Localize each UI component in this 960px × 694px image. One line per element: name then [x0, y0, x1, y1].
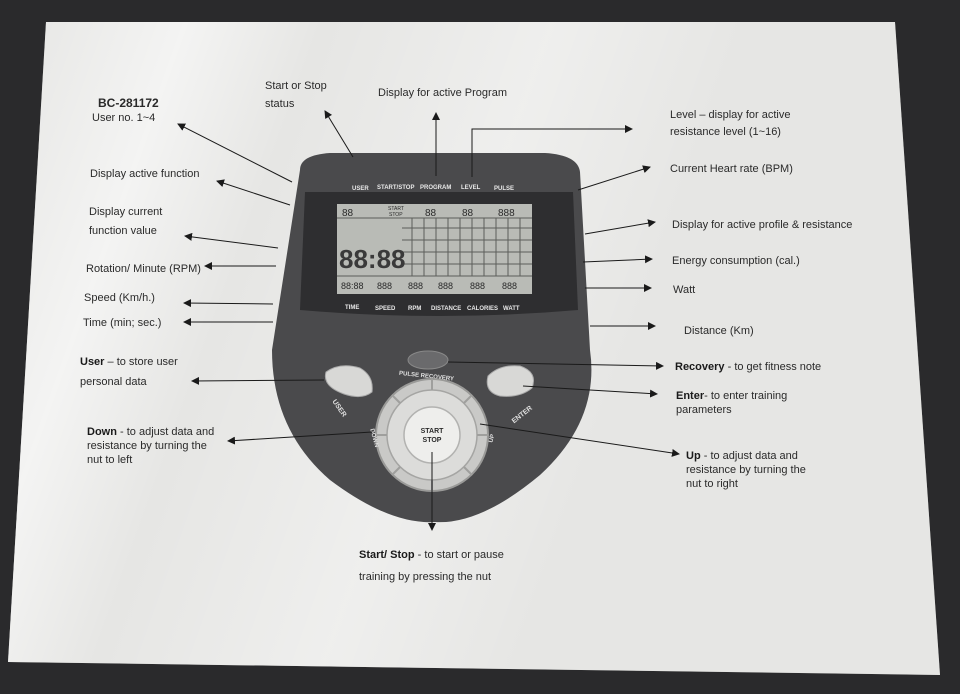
lcd-grid [337, 217, 532, 277]
console-label-start-stop: START/STOP [377, 185, 414, 191]
lcd-digits-pulse: 888 [498, 208, 515, 219]
label-down-3: nut to left [87, 454, 133, 466]
label-start-stop-status-2: status [265, 98, 295, 110]
label-start-stop-bold: Start/ Stop [359, 549, 415, 561]
label-level-1: Level – display for active [670, 109, 791, 121]
lcd-bottom-speed: 888 [377, 281, 392, 291]
console-label-speed: SPEED [375, 306, 396, 312]
console-label-level: LEVEL [461, 185, 481, 191]
label-user-2: personal data [80, 376, 147, 388]
knob-stop-text: STOP [423, 437, 442, 444]
lcd-bottom-time: 88:88 [341, 281, 364, 291]
down-label: DOWN [368, 428, 379, 448]
lcd-screen [337, 204, 532, 294]
lcd-digits-level: 88 [462, 208, 474, 219]
label-up-bold: Up [686, 450, 701, 462]
label-enter-rest: - to enter training [704, 390, 788, 402]
user-count: User no. 1~4 [92, 112, 156, 124]
label-recovery-rest: - to get fitness note [724, 361, 822, 373]
label-enter: Enter- to enter training [676, 388, 787, 405]
user-button[interactable] [324, 365, 373, 398]
label-start-stop-status-1: Start or Stop [265, 80, 327, 92]
label-up-2: resistance by turning the [686, 464, 806, 476]
up-label: UP [488, 434, 496, 444]
console-label-calories: CALORIES [467, 306, 498, 312]
label-level-2: resistance level (1~16) [670, 126, 781, 138]
label-speed: Speed (Km/h.) [84, 292, 155, 304]
console-label-rpm: RPM [408, 306, 421, 312]
label-down-rest: - to adjust data and [116, 426, 215, 438]
label-down-2: resistance by turning the [87, 440, 207, 452]
console-label-user: USER [352, 186, 369, 192]
console-label-distance: DISTANCE [431, 306, 461, 312]
label-start-stop-2: training by pressing the nut [359, 571, 492, 583]
label-current-value-1: Display current [89, 206, 163, 218]
console-label-time: TIME [345, 305, 359, 311]
label-current-value-2: function value [89, 225, 157, 237]
label-start-stop: Start/ Stop - to start or pause [359, 547, 504, 564]
pulse-recovery-label: PULSE RECOVERY [399, 371, 454, 383]
label-active-program: Display for active Program [378, 87, 507, 99]
label-distance: Distance (Km) [684, 325, 754, 337]
label-recovery: Recovery - to get fitness note [675, 359, 821, 376]
pulse-recovery-button[interactable] [407, 350, 449, 370]
lcd-bottom-distance: 888 [438, 281, 453, 291]
label-active-function: Display active function [90, 168, 200, 180]
lcd-digits-program: 88 [425, 208, 437, 219]
label-user: User – to store user [80, 354, 178, 371]
enter-button[interactable] [486, 365, 534, 397]
console-label-watt: WATT [503, 306, 520, 312]
lcd-bottom-calories: 888 [470, 281, 485, 291]
console-label-pulse: PULSE [494, 186, 514, 192]
label-recovery-bold: Recovery [675, 361, 725, 373]
lcd-stop-text: STOP [389, 212, 403, 218]
label-rpm: Rotation/ Minute (RPM) [86, 263, 201, 275]
label-up-rest: - to adjust data and [700, 450, 798, 462]
label-time: Time (min; sec.) [83, 317, 162, 329]
label-start-stop-rest: - to start or pause [414, 549, 504, 561]
label-up-3: nut to right [686, 478, 738, 490]
knob-start-text: START [421, 428, 445, 435]
label-up: Up - to adjust data and [686, 448, 798, 465]
label-down: Down - to adjust data and [87, 424, 214, 441]
leader-arrows [177, 110, 680, 531]
label-watt: Watt [673, 284, 696, 296]
label-heart-rate: Current Heart rate (BPM) [670, 163, 793, 175]
label-user-rest: – to store user [104, 356, 178, 368]
lcd-bottom-watt: 888 [502, 281, 517, 291]
lcd-bottom-rpm: 888 [408, 281, 423, 291]
lcd-big-digits: 88:88 [339, 244, 406, 274]
model-code: BC-281172 [98, 96, 159, 110]
lcd-start-text: START [388, 206, 404, 212]
label-enter-bold: Enter [676, 390, 705, 402]
lcd-digits-user: 88 [342, 208, 354, 219]
label-user-bold: User [80, 356, 105, 368]
console-label-program: PROGRAM [420, 185, 451, 191]
label-profile: Display for active profile & resistance [672, 219, 853, 231]
label-down-bold: Down [87, 426, 117, 438]
label-enter-2: parameters [676, 404, 732, 416]
knob-grooves [376, 379, 488, 491]
label-energy: Energy consumption (cal.) [672, 255, 800, 267]
